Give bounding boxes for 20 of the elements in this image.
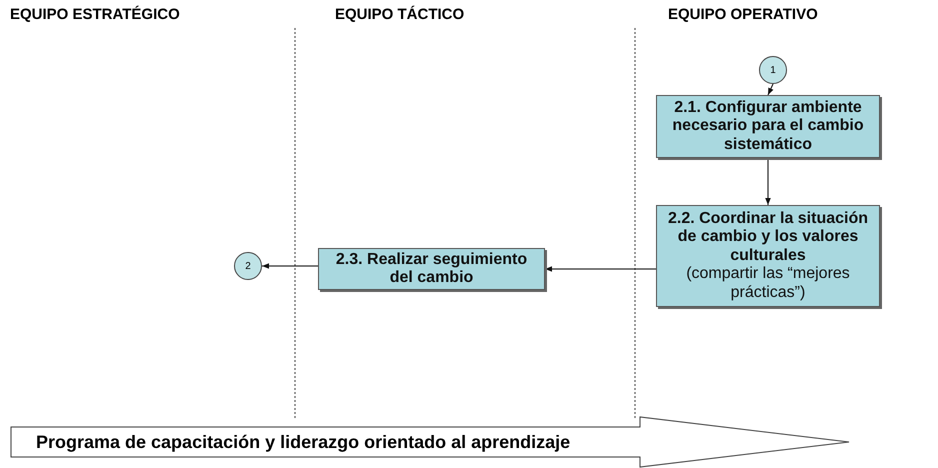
process-label: 2.1. Configurar ambiente necesario para el cambio sistemático <box>671 98 865 154</box>
arrow <box>768 84 774 96</box>
connector-circle <box>759 56 787 84</box>
process-label: 2.3. Realizar seguimiento del cambio <box>334 250 528 288</box>
lane-header: EQUIPO OPERATIVO <box>668 6 818 23</box>
connector-circle <box>234 252 262 280</box>
process-box <box>656 95 880 158</box>
connector-number: 2 <box>245 260 251 272</box>
process-box <box>656 205 880 307</box>
process-label: 2.2. Coordinar la situación de cambio y los valores culturales <box>666 210 870 266</box>
connector-number: 1 <box>770 64 776 76</box>
program-arrow <box>10 416 850 468</box>
arrow <box>262 263 318 269</box>
process-note: (compartir las “mejores prácticas”) <box>685 265 851 302</box>
arrow-label: Programa de capacitación y liderazgo orientado al aprendizaje <box>36 432 570 452</box>
arrow <box>765 158 771 206</box>
arrow <box>544 266 656 272</box>
lane-header: EQUIPO TÁCTICO <box>335 6 464 23</box>
process-box <box>318 248 545 290</box>
lane-header: EQUIPO ESTRATÉGICO <box>10 6 180 23</box>
